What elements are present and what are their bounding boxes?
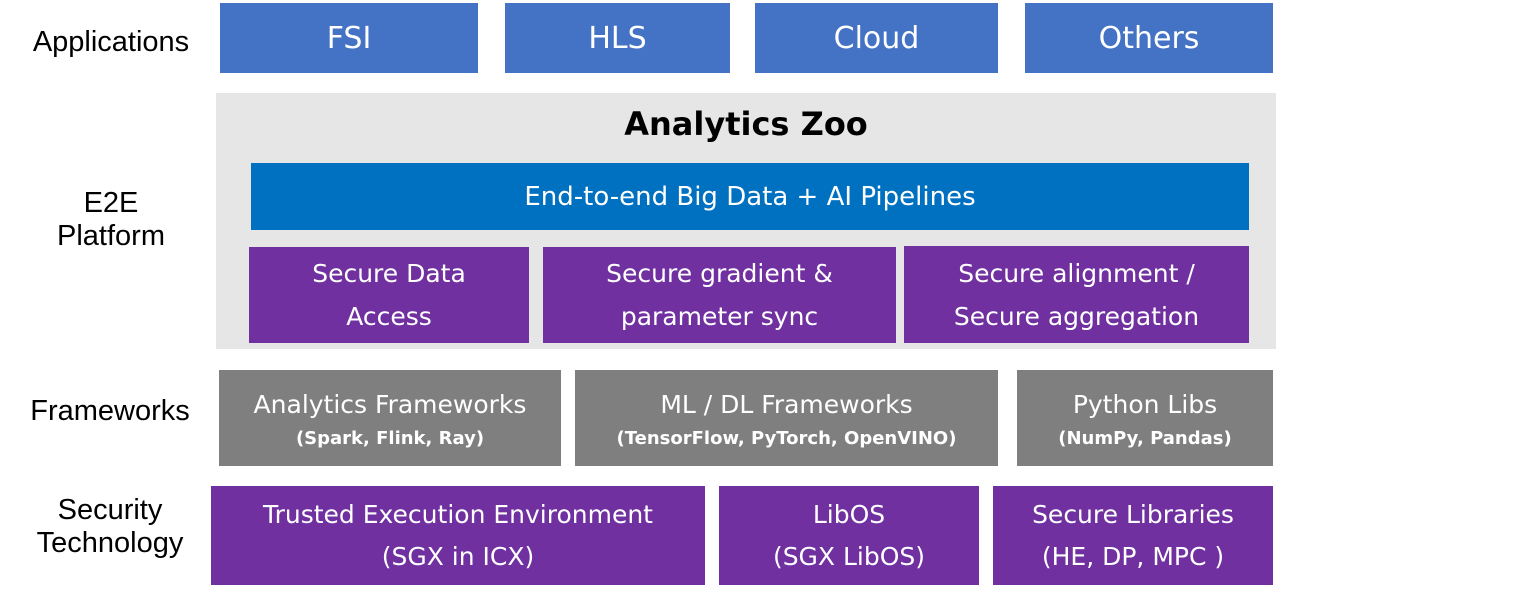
framework-box-python-libs: Python Libs (NumPy, Pandas) — [1017, 370, 1273, 466]
security-box-libos: LibOS (SGX LibOS) — [719, 486, 979, 585]
row-label-applications: Applications — [32, 26, 190, 58]
app-box-fsi: FSI — [220, 3, 478, 73]
row-label-e2e-platform: E2E Platform — [57, 187, 165, 252]
framework-box-ml-dl: ML / DL Frameworks (TensorFlow, PyTorch,… — [575, 370, 998, 466]
security-label: Trusted Execution Environment (SGX in IC… — [262, 499, 653, 571]
row-label-frameworks: Frameworks — [30, 395, 190, 427]
security-box-secure-libraries: Secure Libraries (HE, DP, MPC ) — [993, 486, 1273, 585]
feature-label: Secure alignment / Secure aggregation — [953, 258, 1200, 331]
app-label: HLS — [588, 20, 647, 56]
pipeline-bar: End-to-end Big Data + AI Pipelines — [251, 163, 1249, 230]
app-box-hls: HLS — [505, 3, 730, 73]
security-label: LibOS (SGX LibOS) — [772, 499, 926, 571]
framework-detail: (NumPy, Pandas) — [1058, 427, 1232, 449]
framework-detail: (Spark, Flink, Ray) — [295, 427, 485, 449]
feature-box-secure-gradient-sync: Secure gradient & parameter sync — [543, 247, 896, 343]
app-box-others: Others — [1025, 3, 1273, 73]
pipeline-label: End-to-end Big Data + AI Pipelines — [524, 181, 976, 212]
framework-name: Python Libs — [1072, 389, 1218, 419]
security-box-tee: Trusted Execution Environment (SGX in IC… — [211, 486, 705, 585]
row-label-security-technology: Security Technology — [36, 494, 184, 559]
framework-detail: (TensorFlow, PyTorch, OpenVINO) — [616, 427, 957, 449]
feature-label: Secure gradient & parameter sync — [606, 259, 833, 331]
security-label: Secure Libraries (HE, DP, MPC ) — [1032, 499, 1234, 571]
app-label: Cloud — [833, 20, 920, 56]
framework-box-analytics: Analytics Frameworks (Spark, Flink, Ray) — [219, 370, 561, 466]
feature-box-secure-data-access: Secure Data Access — [249, 247, 529, 343]
app-label: FSI — [326, 20, 372, 56]
feature-label: Secure Data Access — [312, 259, 466, 331]
app-box-cloud: Cloud — [755, 3, 998, 73]
app-label: Others — [1098, 20, 1200, 56]
platform-title: Analytics Zoo — [624, 105, 868, 143]
framework-name: ML / DL Frameworks — [660, 389, 913, 419]
feature-box-secure-alignment-aggregation: Secure alignment / Secure aggregation — [904, 246, 1249, 343]
framework-name: Analytics Frameworks — [253, 389, 527, 419]
